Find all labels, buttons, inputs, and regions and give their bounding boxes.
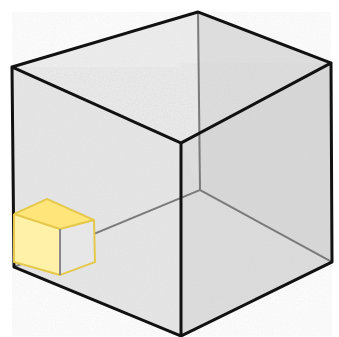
large-cube (12, 12, 332, 336)
